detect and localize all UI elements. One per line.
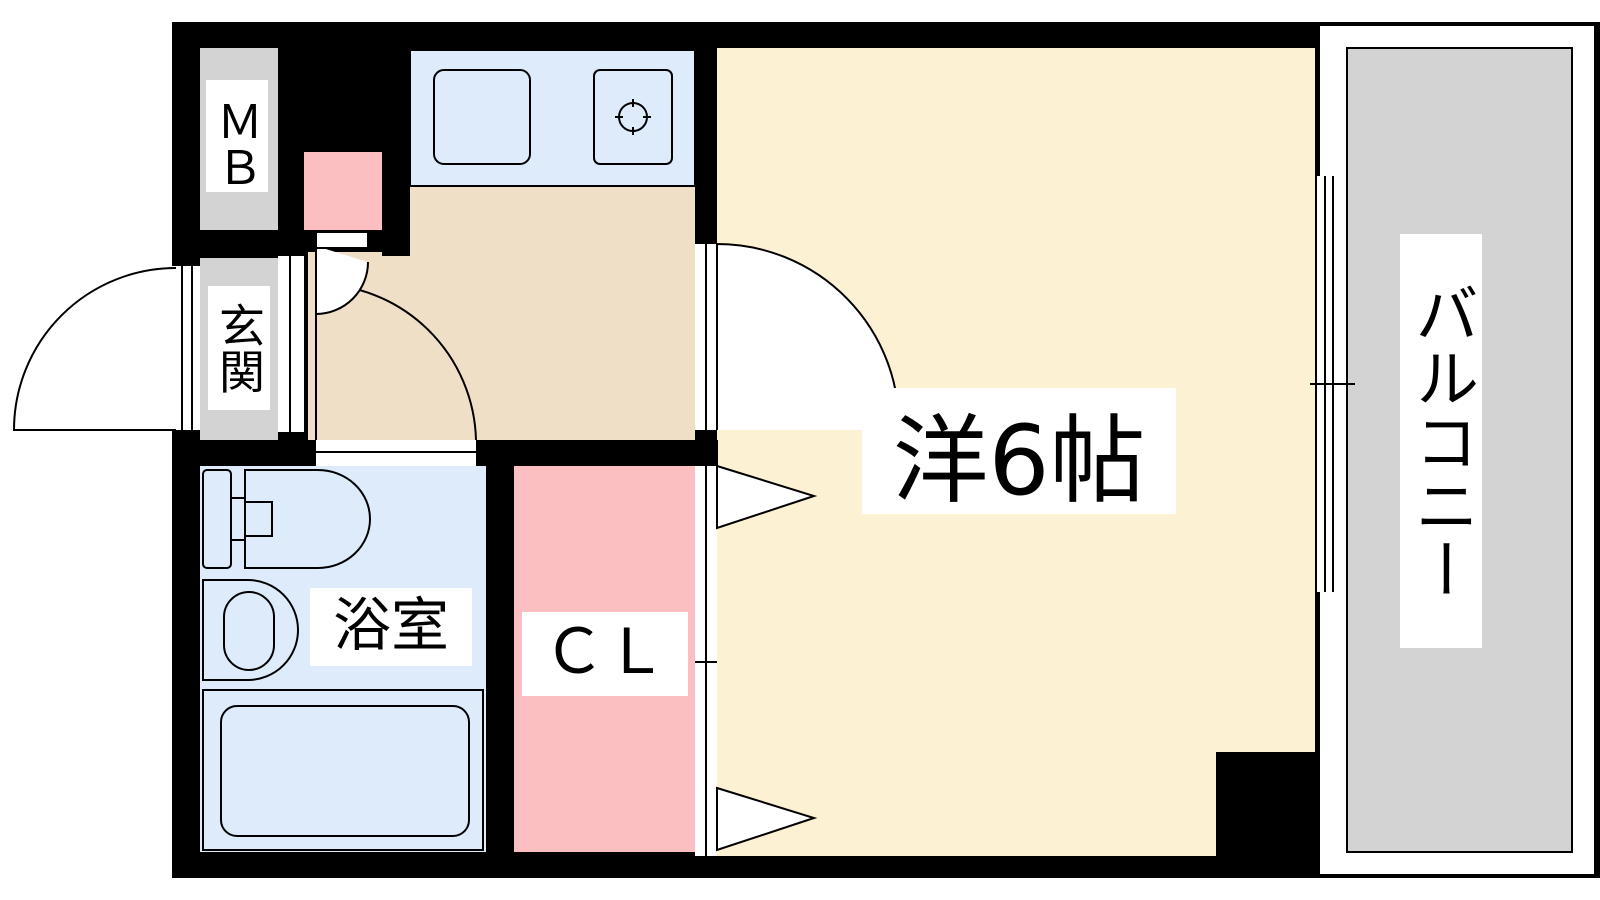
meter-box-label-bg: [206, 80, 268, 192]
entrance-label-bg: [208, 286, 270, 410]
stove-icon: [593, 69, 673, 165]
entrance-label: 玄関: [212, 302, 266, 394]
closet-label: ＣＬ: [543, 615, 667, 688]
bathroom-label-bg: [310, 588, 472, 666]
hall-door-swing: [315, 246, 369, 316]
western-room-label-bg: [862, 388, 1176, 514]
washbasin-bowl-icon: [223, 591, 275, 671]
corner-column: [1216, 752, 1316, 856]
refrigerator-space: [304, 152, 382, 230]
room-door-swing: [716, 242, 901, 431]
kitchen-floor: [410, 186, 695, 440]
balcony-label: バルコニー: [1404, 281, 1478, 601]
balcony-label-bg: [1400, 234, 1482, 648]
closet-door-swing-upper: [716, 464, 818, 530]
closet-label-bg: [522, 612, 688, 696]
toilet-bowl-icon: [244, 469, 371, 569]
partition-wall-fridge: [382, 152, 410, 256]
toilet-tank-icon: [202, 469, 232, 569]
bathtub-icon: [220, 705, 470, 837]
western-room-label: 洋6帖: [892, 405, 1145, 517]
hall-door-panel: [315, 231, 369, 249]
partition-wall-bath-closet: [486, 466, 514, 856]
entrance-opening: [172, 266, 200, 430]
closet-door-swing-lower: [716, 786, 818, 852]
sink-icon: [433, 69, 531, 165]
entrance-door-swing: [12, 267, 177, 431]
meter-box-label: ＭＢ: [210, 98, 264, 190]
toilet-seat-base-icon: [230, 497, 246, 541]
partition-wall-kitchen-top: [304, 48, 410, 152]
bathroom-label: 浴室: [333, 591, 449, 659]
